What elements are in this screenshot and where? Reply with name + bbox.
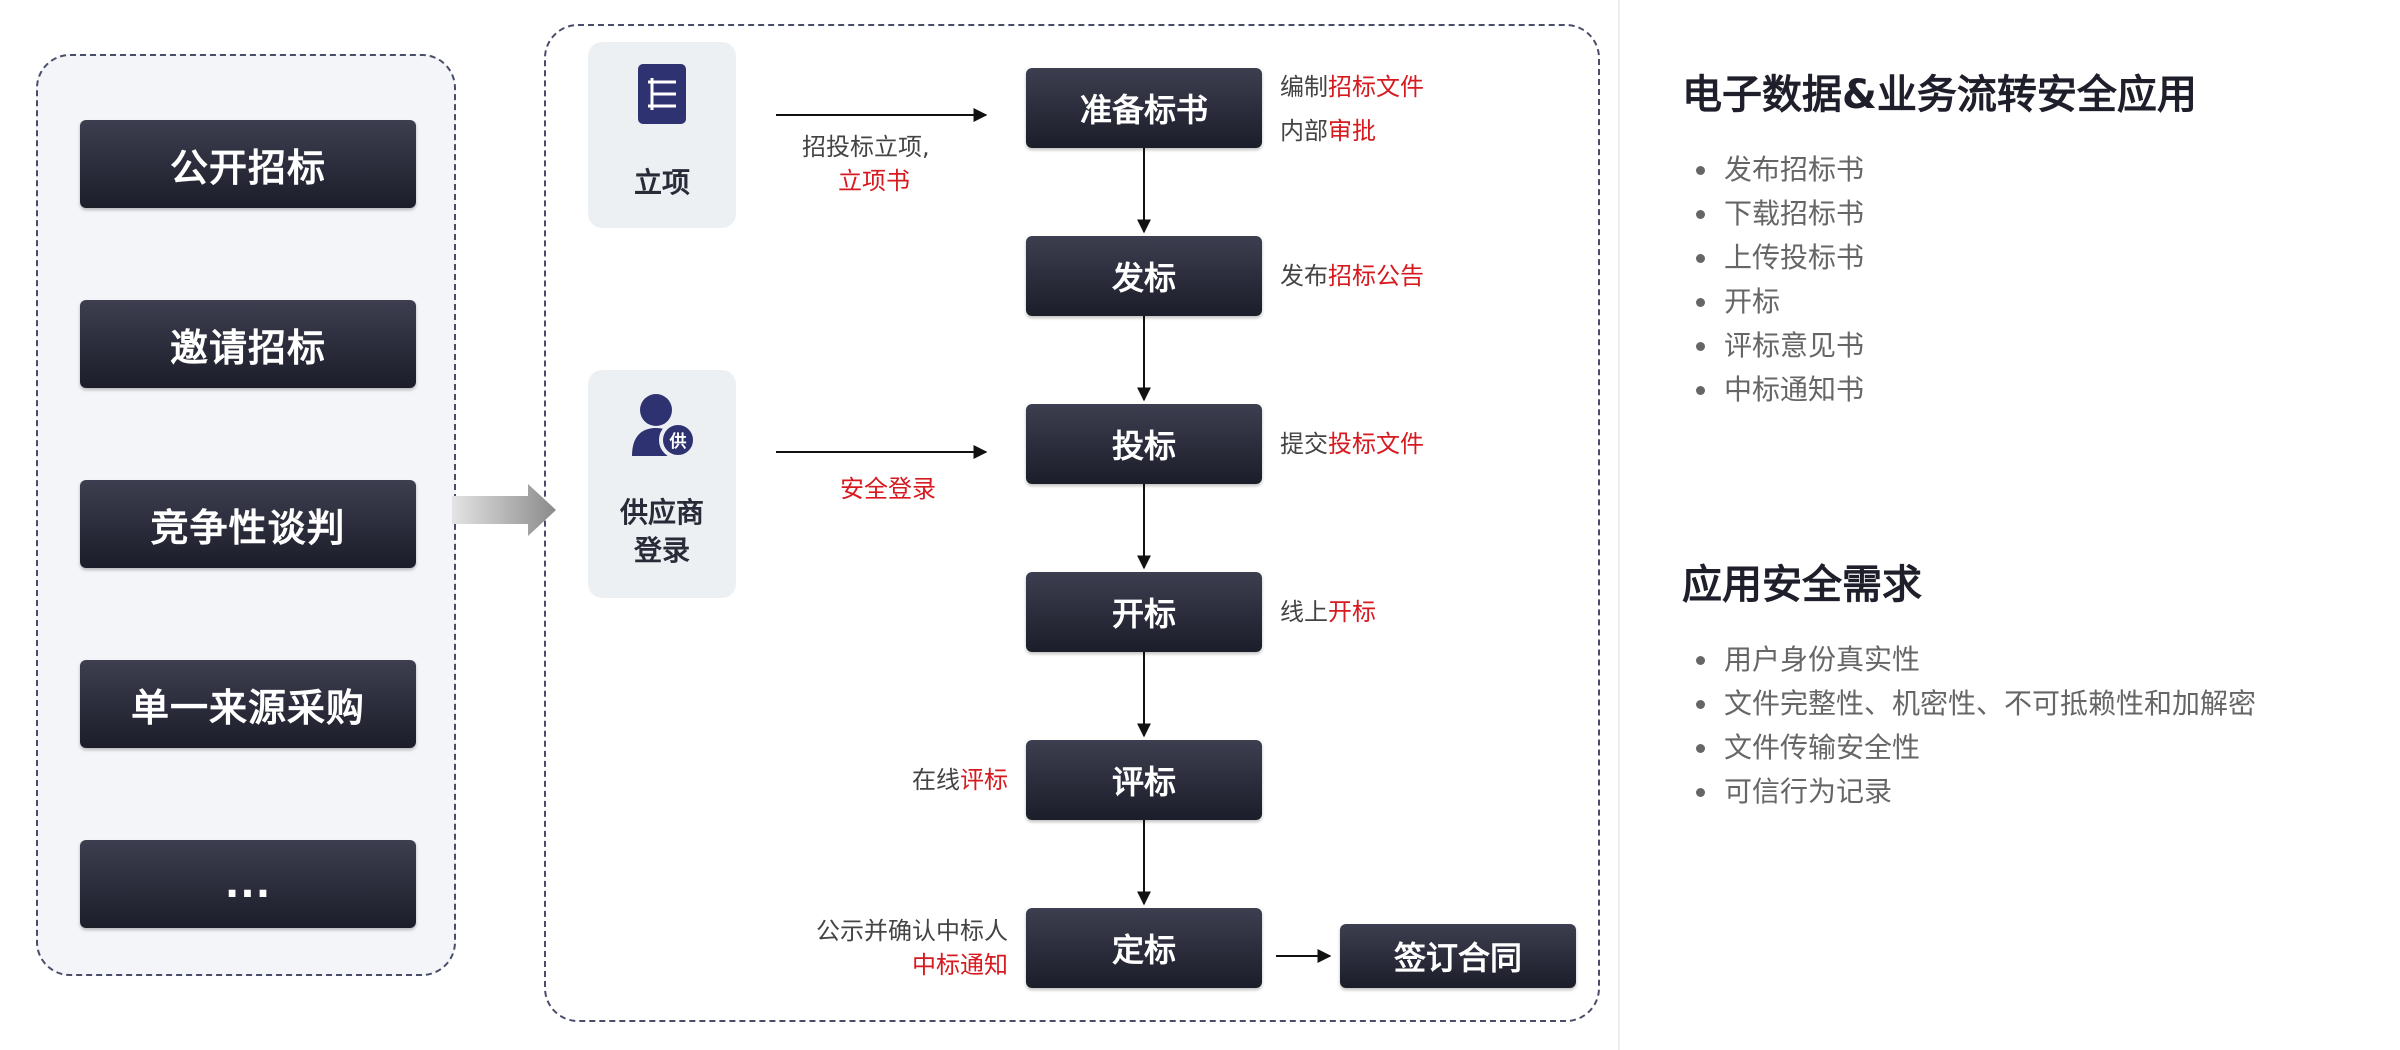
list-item: 文件传输安全性 — [1696, 726, 2256, 770]
step-submit-bid[interactable]: 投标 — [1026, 404, 1262, 484]
note-prepare-2: 内部审批 — [1280, 117, 1376, 145]
step-sign-contract[interactable]: 签订合同 — [1340, 924, 1576, 988]
section-title-security-requirements: 应用安全需求 — [1682, 562, 1922, 608]
list-item: 上传投标书 — [1696, 236, 1864, 280]
note-evaluate: 在线评标 — [912, 766, 1008, 794]
note-open: 线上开标 — [1280, 598, 1376, 626]
big-transition-arrow — [452, 484, 556, 536]
list-item: 可信行为记录 — [1696, 770, 2256, 814]
list-item: 开标 — [1696, 280, 1864, 324]
project-card: 立项 — [588, 42, 736, 228]
method-invited-tender[interactable]: 邀请招标 — [80, 300, 416, 388]
list-item: 中标通知书 — [1696, 368, 1864, 412]
section-title-data-security: 电子数据&业务流转安全应用 — [1682, 72, 2197, 118]
supplier-connector-label: 安全登录 — [840, 475, 936, 503]
note-bid: 提交投标文件 — [1280, 430, 1424, 458]
note-award-2: 中标通知 — [912, 951, 1008, 979]
step-publish-tender[interactable]: 发标 — [1026, 236, 1262, 316]
supplier-label-line2: 登录 — [633, 534, 690, 567]
data-security-list: 发布招标书 下载招标书 上传投标书 开标 评标意见书 中标通知书 — [1696, 148, 1864, 412]
list-item: 下载招标书 — [1696, 192, 1864, 236]
supplier-login-card: 供 供应商 登录 — [588, 370, 736, 598]
step-evaluate-bid[interactable]: 评标 — [1026, 740, 1262, 820]
note-publish: 发布招标公告 — [1280, 262, 1424, 290]
step-open-bid[interactable]: 开标 — [1026, 572, 1262, 652]
note-award-1: 公示并确认中标人 — [816, 917, 1008, 945]
supplier-user-icon: 供 — [632, 392, 697, 462]
supplier-badge-text: 供 — [669, 431, 687, 452]
project-connector-label-2: 立项书 — [838, 167, 910, 195]
method-open-tender[interactable]: 公开招标 — [80, 120, 416, 208]
list-item: 文件完整性、机密性、不可抵赖性和加解密 — [1696, 682, 2256, 726]
project-label: 立项 — [633, 166, 690, 199]
step-award[interactable]: 定标 — [1026, 908, 1262, 988]
step-prepare-tender[interactable]: 准备标书 — [1026, 68, 1262, 148]
list-item: 发布招标书 — [1696, 148, 1864, 192]
note-prepare-1: 编制招标文件 — [1280, 73, 1424, 101]
method-single-source[interactable]: 单一来源采购 — [80, 660, 416, 748]
project-connector-label-1: 招投标立项, — [802, 133, 930, 161]
document-list-icon — [638, 64, 686, 124]
list-item: 用户身份真实性 — [1696, 638, 2256, 682]
supplier-label-line1: 供应商 — [619, 496, 704, 529]
method-competitive-negotiation[interactable]: 竞争性谈判 — [80, 480, 416, 568]
security-requirements-list: 用户身份真实性 文件完整性、机密性、不可抵赖性和加解密 文件传输安全性 可信行为… — [1696, 638, 2256, 814]
method-more[interactable]: ... — [80, 840, 416, 928]
list-item: 评标意见书 — [1696, 324, 1864, 368]
panel-divider — [1618, 0, 1620, 1050]
